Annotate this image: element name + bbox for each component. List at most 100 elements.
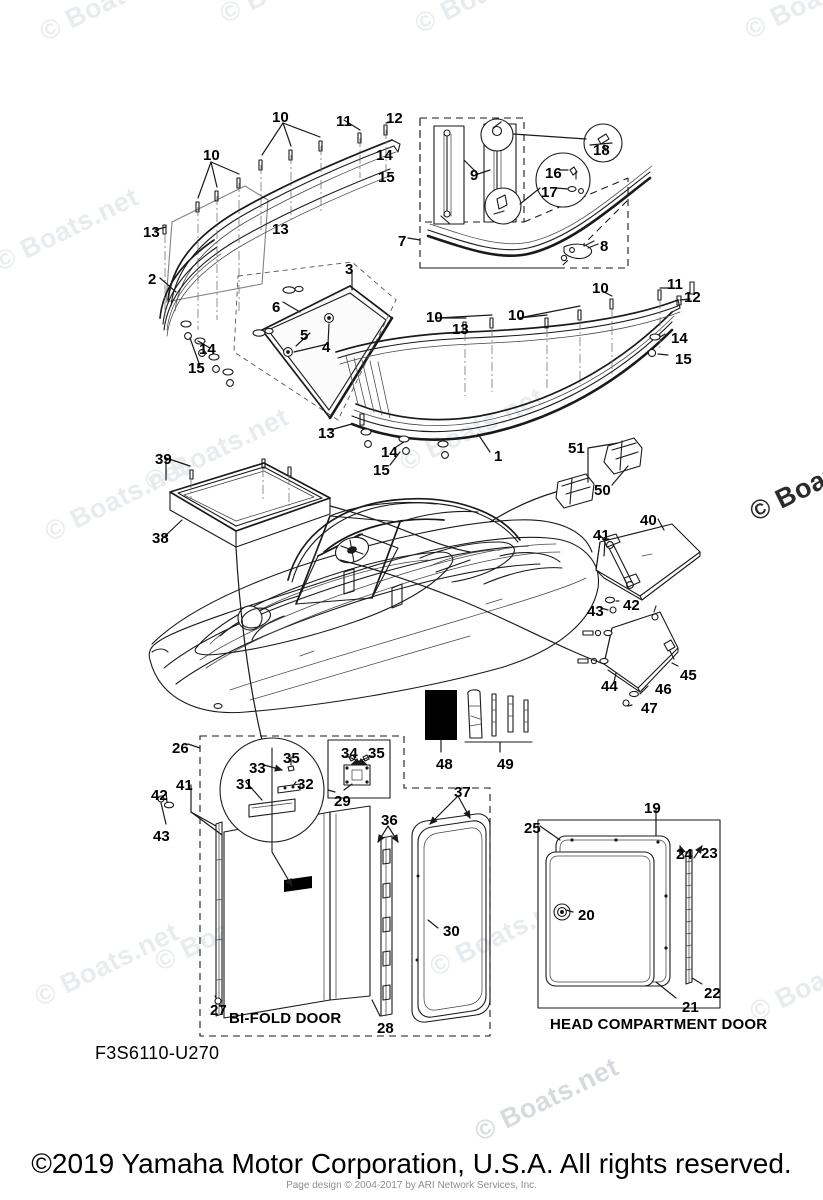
callout-32: 32 [297, 776, 314, 793]
callout-18: 18 [593, 142, 610, 159]
callout-7: 7 [398, 233, 407, 250]
hinge-strip-36 [380, 835, 393, 1017]
hatch-frame-38-39 [163, 457, 471, 741]
callout-44: 44 [601, 678, 618, 695]
cleats-50-51 [489, 437, 643, 523]
callout-15: 15 [373, 462, 390, 479]
bifold-door-caption: BI-FOLD DOOR [229, 1010, 342, 1027]
callout-43: 43 [587, 603, 604, 620]
footer-copyright: ©2019 Yamaha Motor Corporation, U.S.A. A… [31, 1148, 792, 1179]
callout-39: 39 [155, 451, 172, 468]
bracket-8 [560, 240, 595, 262]
panel-40-43 [595, 518, 701, 614]
callout-30: 30 [443, 923, 460, 940]
latch-plate-left [433, 125, 465, 225]
hardware-44 [577, 629, 613, 665]
callout-15: 15 [378, 169, 395, 186]
windshield-right-wing [335, 299, 681, 441]
hinge-rail-left [215, 821, 223, 1017]
callout-20: 20 [578, 907, 595, 924]
callout-17: 17 [541, 184, 558, 201]
callout-41: 41 [593, 527, 610, 544]
callout-51: 51 [568, 440, 585, 457]
callout-35: 35 [368, 745, 385, 762]
callout-8: 8 [600, 238, 609, 255]
detail-16-17 [567, 166, 584, 194]
toolkit-48-49 [425, 689, 533, 753]
callout-47: 47 [641, 700, 658, 717]
callout-10: 10 [508, 307, 525, 324]
callout-12: 12 [684, 289, 701, 306]
deck-seal-detail-box [407, 117, 653, 269]
window-30 [411, 813, 491, 1023]
callout-13: 13 [143, 224, 160, 241]
callout-50: 50 [594, 482, 611, 499]
callout-10: 10 [426, 309, 443, 326]
cleat-50 [555, 473, 595, 509]
callout-10: 10 [203, 147, 220, 164]
fasteners-left [180, 320, 234, 387]
callout-35: 35 [283, 750, 300, 767]
callout-25: 25 [524, 820, 541, 837]
callout-14: 14 [671, 330, 688, 347]
callout-11: 11 [336, 113, 352, 130]
callout-28: 28 [377, 1020, 394, 1037]
callout-45: 45 [680, 667, 697, 684]
callout-38: 38 [152, 530, 169, 547]
callout-15: 15 [675, 351, 692, 368]
callout-23: 23 [701, 845, 718, 862]
fasteners-center [359, 413, 449, 459]
callout-12: 12 [386, 110, 403, 127]
bifold-door-section [157, 735, 491, 1037]
cleat-51 [603, 437, 643, 475]
callout-27: 27 [210, 1002, 227, 1019]
windshield-center-panel [261, 285, 394, 420]
hinge-clips [252, 285, 304, 337]
head-compartment-door-section [537, 807, 721, 1009]
callout-1: 1 [494, 448, 503, 465]
part-number: F3S6110-U270 [95, 1043, 220, 1063]
callout-3: 3 [345, 261, 354, 278]
callout-43: 43 [153, 828, 170, 845]
panel-44-47 [339, 559, 679, 707]
callout-13: 13 [272, 221, 289, 238]
callout-42: 42 [623, 597, 640, 614]
callout-37: 37 [454, 784, 471, 801]
callout-21: 21 [682, 999, 699, 1016]
hinge-strip-head-door [685, 849, 693, 985]
callout-13: 13 [452, 321, 469, 338]
callout-2: 2 [148, 271, 157, 288]
footer-page-design: Page design © 2004-2017 by ARI Network S… [286, 1180, 537, 1191]
callout-33: 33 [249, 760, 266, 777]
callout-6: 6 [272, 299, 281, 316]
callout-13: 13 [318, 425, 335, 442]
callout-4: 4 [322, 339, 331, 356]
callout-19: 19 [644, 800, 661, 817]
callout-11: 11 [667, 276, 683, 293]
windshield-mount-studs [162, 124, 662, 333]
callout-5: 5 [300, 327, 309, 344]
callout-46: 46 [655, 681, 672, 698]
callout-14: 14 [381, 444, 398, 461]
head-compartment-door-caption: HEAD COMPARTMENT DOOR [550, 1016, 768, 1033]
callout-15: 15 [188, 360, 205, 377]
callout-29: 29 [334, 793, 351, 810]
callout-10: 10 [592, 280, 609, 297]
callout-24: 24 [676, 846, 693, 863]
tool-items [467, 689, 529, 739]
callout-42: 42 [151, 787, 168, 804]
callout-34: 34 [341, 745, 358, 762]
callout-40: 40 [640, 512, 657, 529]
callout-36: 36 [381, 812, 398, 829]
callout-10: 10 [272, 109, 289, 126]
callout-14: 14 [199, 341, 216, 358]
callout-41: 41 [176, 777, 193, 794]
callout-31: 31 [236, 776, 253, 793]
callout-14: 14 [376, 147, 393, 164]
callout-26: 26 [172, 740, 189, 757]
callout-9: 9 [470, 167, 479, 184]
callout-16: 16 [545, 165, 562, 182]
detail-18 [597, 133, 610, 152]
